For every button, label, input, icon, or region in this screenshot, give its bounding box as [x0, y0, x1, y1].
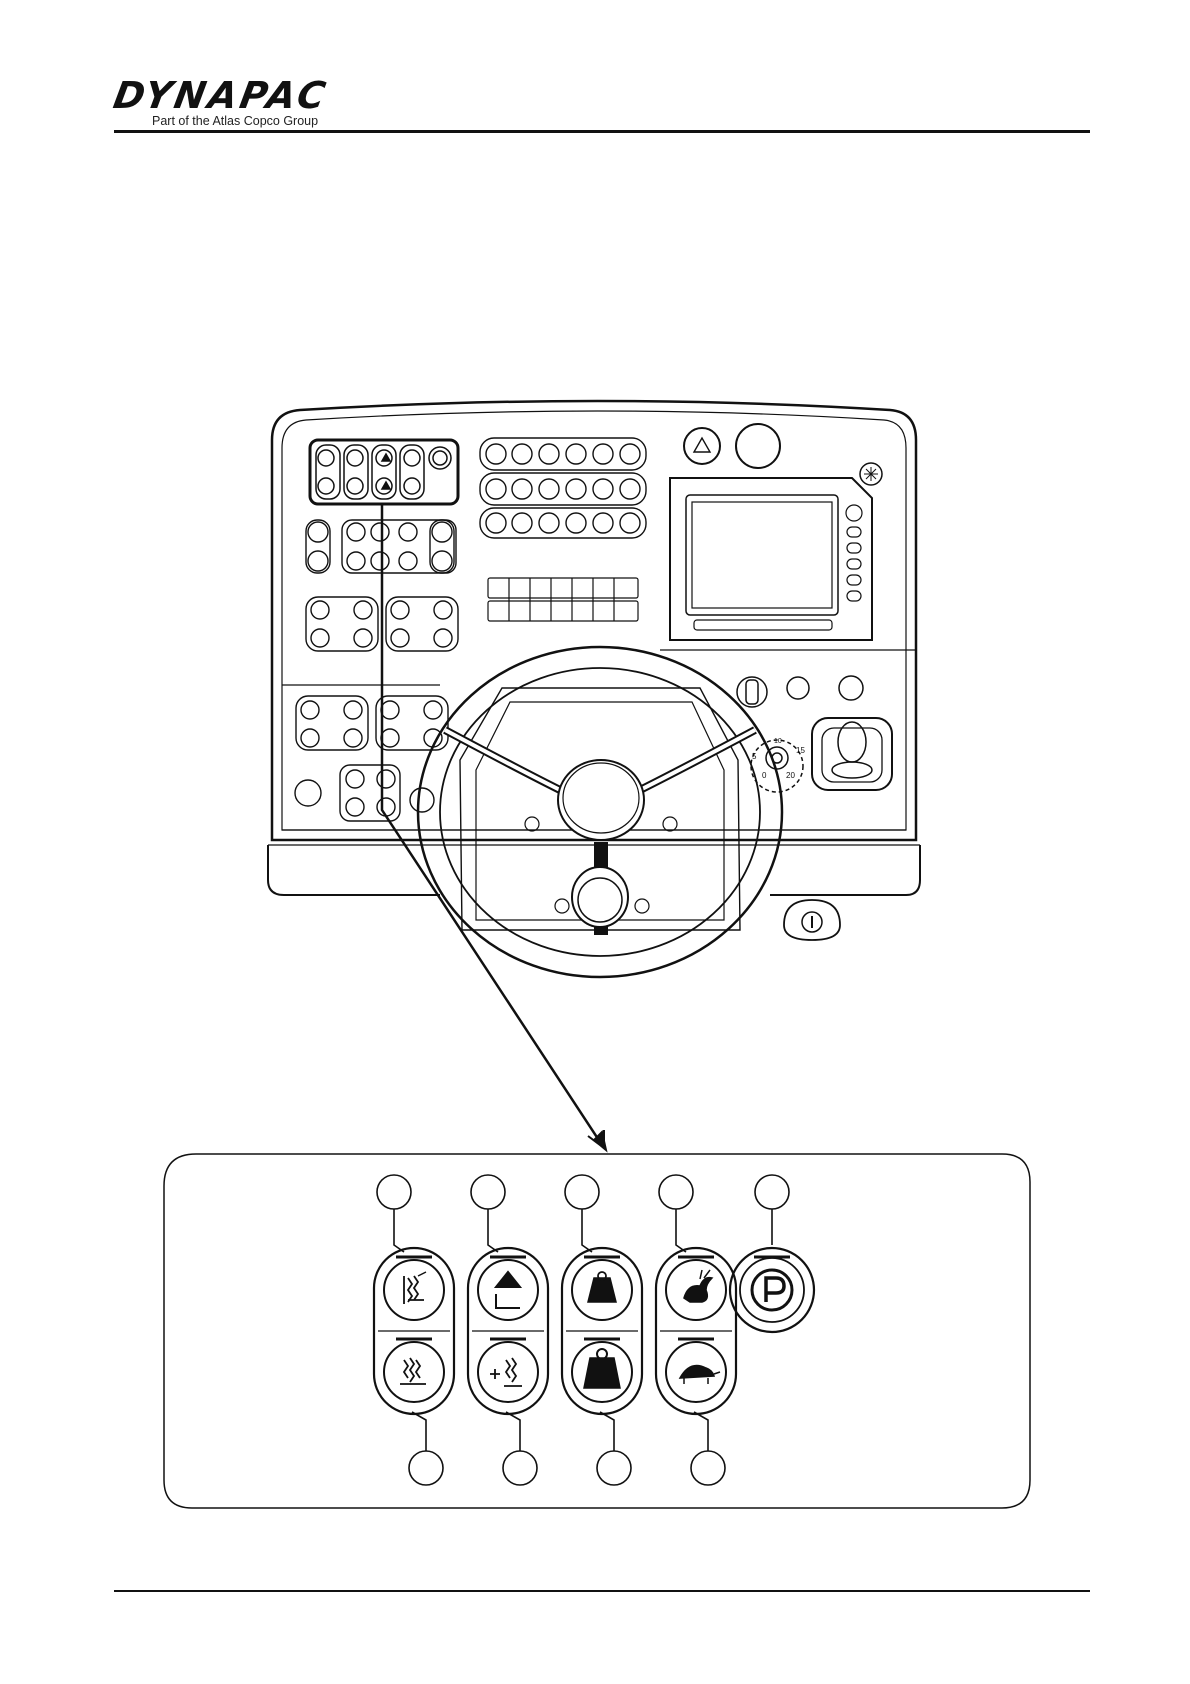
highlighted-switch-group — [310, 440, 458, 504]
dial-label-20: 20 — [786, 771, 795, 780]
ignition-key-switch — [784, 900, 840, 940]
dial-label-0: 0 — [762, 771, 767, 780]
detail-view — [164, 1154, 1030, 1508]
dial-label-5: 5 — [752, 752, 757, 761]
steering-wheel — [418, 647, 782, 977]
warning-lamp-grid — [480, 438, 646, 538]
parking-brake-icon — [730, 1248, 814, 1332]
rocker-switch-top-row — [384, 1257, 726, 1320]
hazard-buttons — [684, 424, 780, 468]
dial-label-10: 10 — [774, 738, 782, 745]
dial-label-15: 15 — [796, 746, 805, 755]
display-unit — [670, 463, 882, 640]
callout-circles-top — [377, 1175, 789, 1252]
callout-circles-bottom — [409, 1412, 725, 1485]
rocker-switch-bottom-row — [384, 1339, 726, 1402]
centre-lamp-row — [488, 578, 638, 621]
left-switch-clusters — [295, 520, 458, 821]
